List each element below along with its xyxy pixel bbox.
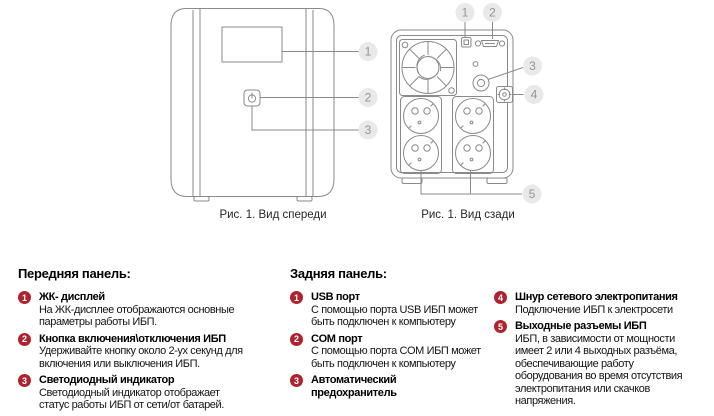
item-number-badge: 1 [18,291,31,304]
outlet-2 [403,135,439,171]
front-figure-caption: Рис. 1. Вид спереди [219,209,326,221]
legend-item-rear-2: 2 COM порт С помощью порта COM ИБП может… [290,332,496,371]
fan [399,39,457,96]
front-callouts: 1 2 3 [358,42,378,140]
item-description: Подключение ИБП к электросети [515,303,673,316]
item-description: ИБП, в зависимости от мощности имеет 2 и… [515,332,683,408]
item-title: Автоматический предохранитель [311,374,397,399]
panel-screw [472,61,479,67]
item-number-badge: 3 [18,374,31,387]
item-title: Кнопка включения\отключения ИБП [39,332,226,345]
item-title: Выходные разъемы ИБП [515,320,647,332]
legend-item-rear-4: 4 Шнур сетевого электропитания Подключен… [494,291,706,316]
legend-item-front-2: 2 Кнопка включения\отключения ИБП Удержи… [18,332,254,371]
rear-callout-2 [483,3,502,22]
com-port [474,40,506,47]
front-panel-heading: Передняя панель: [18,266,131,281]
front-view-figure [170,8,359,202]
item-description: На ЖК-дисплее отображаются основные пара… [39,303,235,329]
rear-foot-right [486,177,508,184]
fan-screw-topleft [401,41,409,49]
rear-callout-3-label: 3 [529,59,536,73]
rear-panel-legend: Задняя панель: 1 USB порт С помощью порт… [290,267,496,403]
power-inlet [496,86,513,103]
rear-foot-left [401,177,423,184]
lcd-display [221,26,283,63]
rear-callout-4-label: 4 [531,88,538,102]
legend-item-front-3: 3 Светодиодный индикатор Светодиодный ин… [18,374,254,412]
rear-callout-3 [523,56,542,76]
item-title: ЖК- дисплей [39,291,105,303]
rear-view-figure [390,22,524,195]
front-leader-3 [251,106,359,131]
fan-blades [416,54,442,80]
legend-item-rear-5: 5 Выходные разъемы ИБП ИБП, в зависимост… [494,320,706,408]
front-callout-3-label: 3 [365,123,372,137]
circuit-breaker [472,74,490,92]
rear-callout-1 [455,3,475,22]
item-number-badge: 2 [290,332,303,346]
front-unit-outline [170,8,335,197]
item-number-badge: 2 [18,332,31,346]
rear-panel-heading: Задняя панель: [290,266,387,281]
item-description: Светодиодный индикатор отображает статус… [39,386,224,412]
item-description: С помощью порта USB ИБП может быть подкл… [311,303,478,329]
legend-item-front-1: 1 ЖК- дисплей На ЖК-дисплее отображаются… [18,291,254,329]
power-button [243,89,261,107]
item-description: С помощью порта COM ИБП может быть подкл… [311,345,481,370]
fan-grille [402,41,454,94]
ups-diagrams: 1 2 3 Рис. 1. Вид спереди [170,3,544,221]
rear-leader-5a [420,170,522,195]
front-callout-3 [358,120,378,140]
rear-callout-5 [522,184,542,204]
item-title: Шнур сетевого электропитания [515,291,678,303]
figures-area: 1 2 3 Рис. 1. Вид спереди [170,3,544,221]
item-title: USB порт [311,291,360,303]
outlet-4 [455,135,491,171]
front-callout-2-label: 2 [365,91,372,105]
front-foot-right [296,196,313,202]
item-number-badge: 3 [290,374,303,387]
item-number-badge: 1 [290,291,303,304]
rear-callout-1-label: 1 [462,6,469,20]
usb-port [461,37,472,48]
item-title: Светодиодный индикатор [39,374,175,386]
rear-callout-2-label: 2 [489,6,496,20]
rear-panel-legend-continued: 4 Шнур сетевого электропитания Подключен… [494,291,706,412]
item-description: Удерживайте кнопку около 2-ух секунд для… [39,345,243,370]
rear-unit-outline [390,29,514,179]
item-number-badge: 4 [494,291,507,304]
rear-figure-caption: Рис. 1. Вид сзади [421,209,515,221]
rear-callouts: 1 2 3 4 5 [455,3,544,204]
rear-leader-3 [487,67,524,80]
item-title: COM порт [311,332,363,345]
rear-callout-5-label: 5 [529,187,536,201]
fan-screw-bottomright [448,87,455,94]
front-panel-legend: Передняя панель: 1 ЖК- дисплей На ЖК-дис… [18,267,254,416]
legend-item-rear-3: 3 Автоматический предохранитель [290,374,496,399]
outlet-1 [403,98,439,134]
front-callout-2 [358,88,378,107]
outlet-panel-right [452,96,494,174]
rear-unit-inner-panel [396,35,508,173]
front-callout-1 [358,42,378,61]
rear-callout-4 [524,85,544,104]
item-number-badge: 5 [494,320,507,333]
front-callout-1-label: 1 [365,45,372,59]
legend-item-rear-1: 1 USB порт С помощью порта USB ИБП может… [290,291,496,329]
outlet-3 [455,98,491,134]
front-foot-left [193,196,210,202]
